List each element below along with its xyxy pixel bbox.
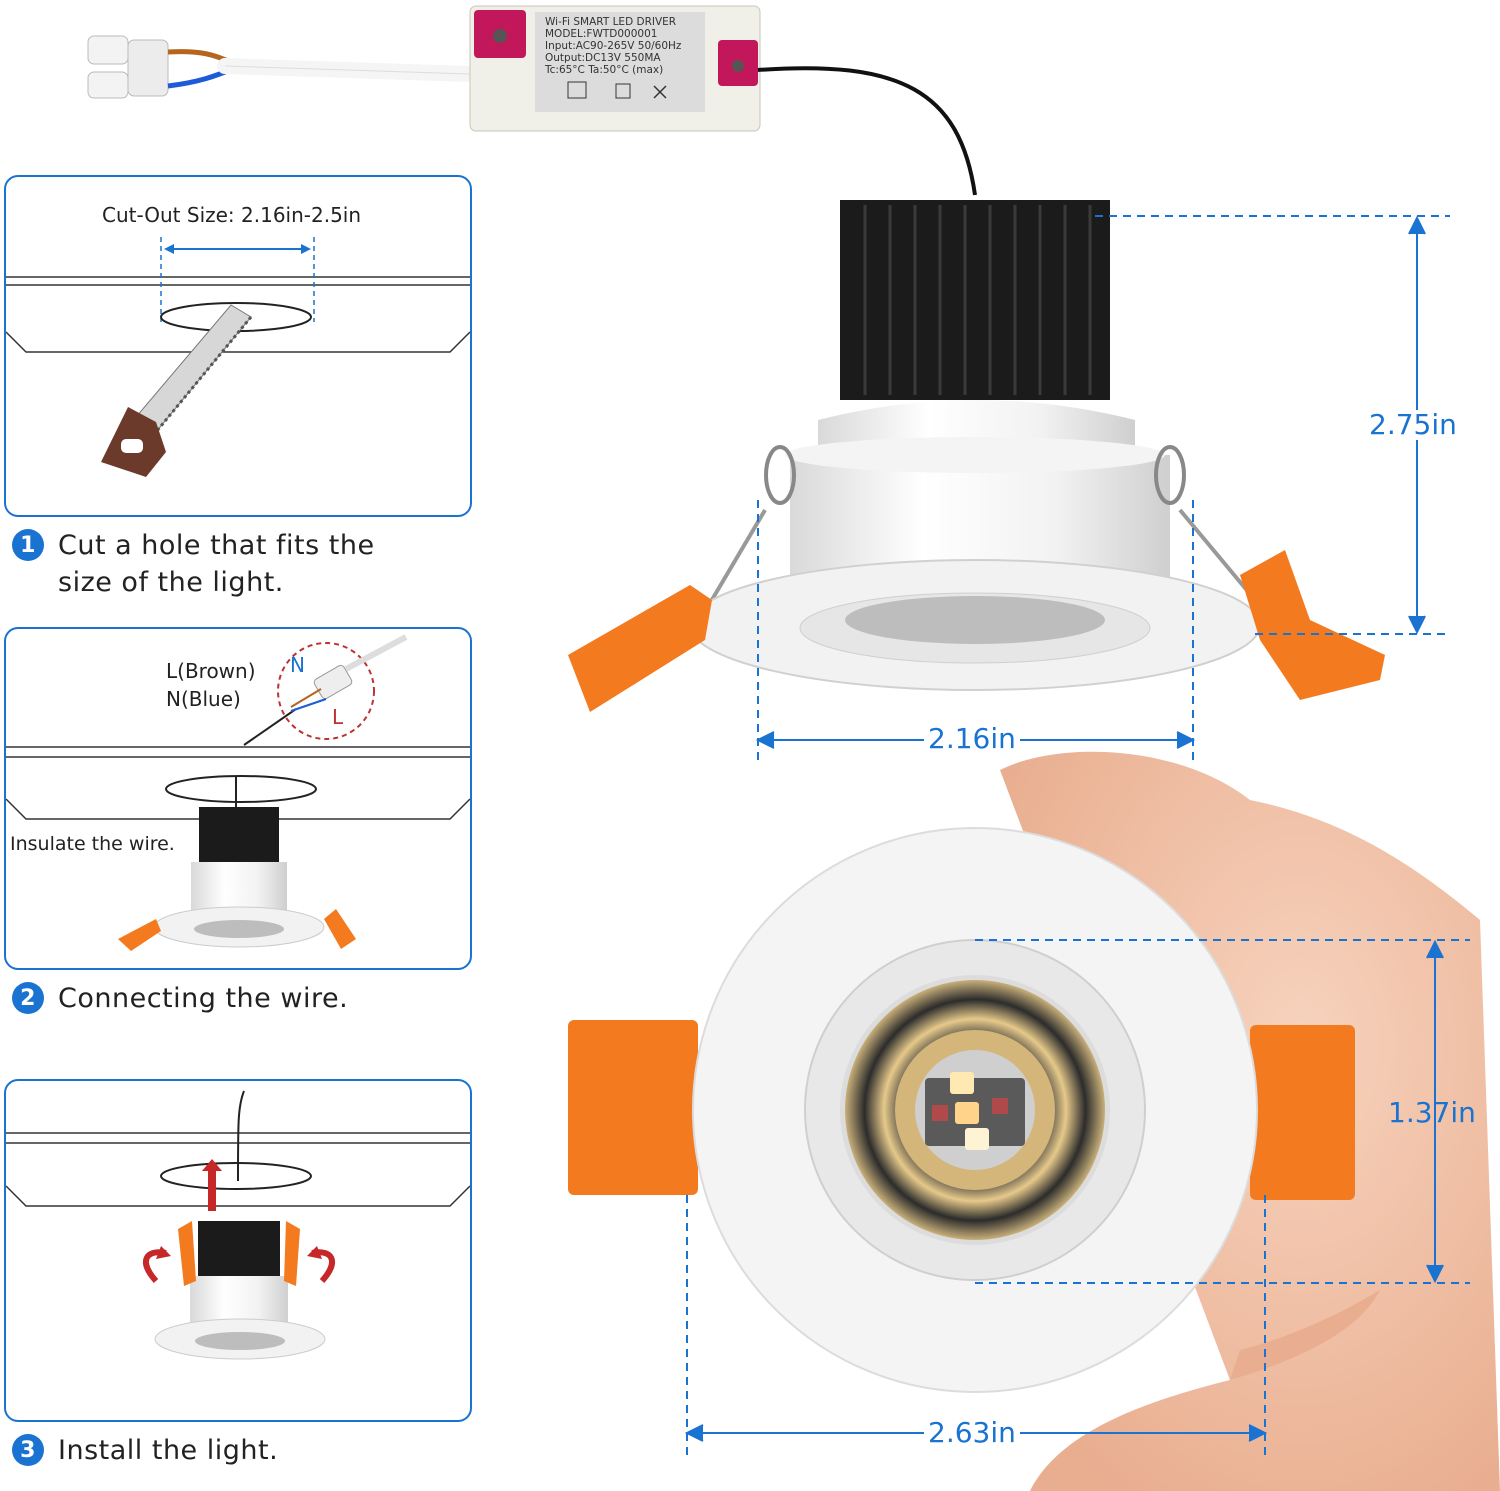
step3-panel	[4, 1079, 472, 1422]
step3-text: Install the light.	[58, 1435, 279, 1466]
height-dimension-label: 2.75in	[1365, 410, 1461, 440]
driver-label-line: Input:AC90-265V 50/60Hz	[545, 40, 682, 52]
brown-wire-label: L(Brown)	[166, 659, 256, 683]
live-mark: L	[332, 705, 344, 729]
driver-label-line: MODEL:FWTD000001	[545, 28, 657, 40]
wiring-illustration	[6, 634, 470, 951]
neutral-mark: N	[290, 653, 305, 677]
step1-number-badge: 1	[12, 529, 44, 561]
step3-caption: 3 Install the light.	[12, 1432, 418, 1469]
step2-panel: L(Brown) N(Blue) N L Insulate the wire.	[4, 627, 472, 970]
install-illustration	[6, 1090, 470, 1360]
insulate-wire-label: Insulate the wire.	[10, 833, 175, 855]
up-arrow-icon	[202, 1159, 222, 1211]
top-width-dimension-label: 2.16in	[924, 724, 1020, 754]
cutout-size-label: Cut-Out Size: 2.16in-2.5in	[102, 203, 362, 227]
step1-panel: Cut-Out Size: 2.16in-2.5in	[4, 175, 472, 517]
blue-wire-label: N(Blue)	[166, 687, 241, 711]
inner-diameter-dimension-label: 1.37in	[1388, 1096, 1476, 1129]
dimension-lines	[684, 215, 1470, 1455]
step1-text: Cut a hole that fits the size of the lig…	[58, 530, 375, 598]
downlight-side-view	[568, 200, 1385, 712]
step2-caption: 2 Connecting the wire.	[12, 980, 418, 1017]
driver-label-line: Tc:65°C Ta:50°C (max)	[544, 64, 663, 76]
step2-text: Connecting the wire.	[58, 983, 349, 1014]
step2-number-badge: 2	[12, 982, 44, 1014]
led-driver-icon: Wi-Fi SMART LED DRIVER MODEL:FWTD000001 …	[87, 5, 977, 196]
driver-label-line: Wi-Fi SMART LED DRIVER	[545, 16, 676, 28]
step1-caption: 1 Cut a hole that fits the size of the l…	[12, 527, 418, 601]
driver-label-line: Output:DC13V 550MA	[545, 52, 661, 64]
cut-hole-illustration	[6, 237, 470, 477]
downlight-front-view	[568, 751, 1500, 1491]
saw-icon	[101, 304, 253, 477]
outer-diameter-dimension-label: 2.63in	[924, 1418, 1020, 1448]
step3-number-badge: 3	[12, 1434, 44, 1466]
